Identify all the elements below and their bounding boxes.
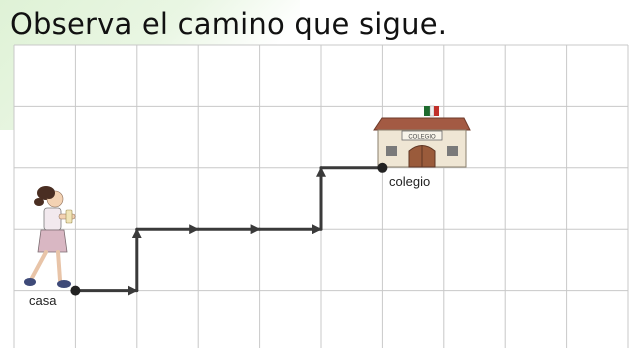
school-sign: [401, 130, 443, 141]
exercise-title: Observa el camino que sigue.: [10, 7, 448, 41]
end-label: colegio: [389, 174, 430, 189]
girl-figure: [24, 186, 76, 288]
school-roof: [373, 117, 471, 131]
end-point: [377, 162, 388, 173]
route-path: [73, 166, 384, 296]
school-building: COLEGIO: [373, 105, 471, 168]
start-point: [70, 285, 81, 296]
school-window-right: [447, 146, 458, 156]
grid-lines: [13, 44, 629, 348]
school-window-left: [386, 146, 397, 156]
school-sign-text: COLEGIO: [408, 135, 436, 141]
start-label: casa: [29, 293, 57, 308]
flag: [424, 106, 430, 116]
